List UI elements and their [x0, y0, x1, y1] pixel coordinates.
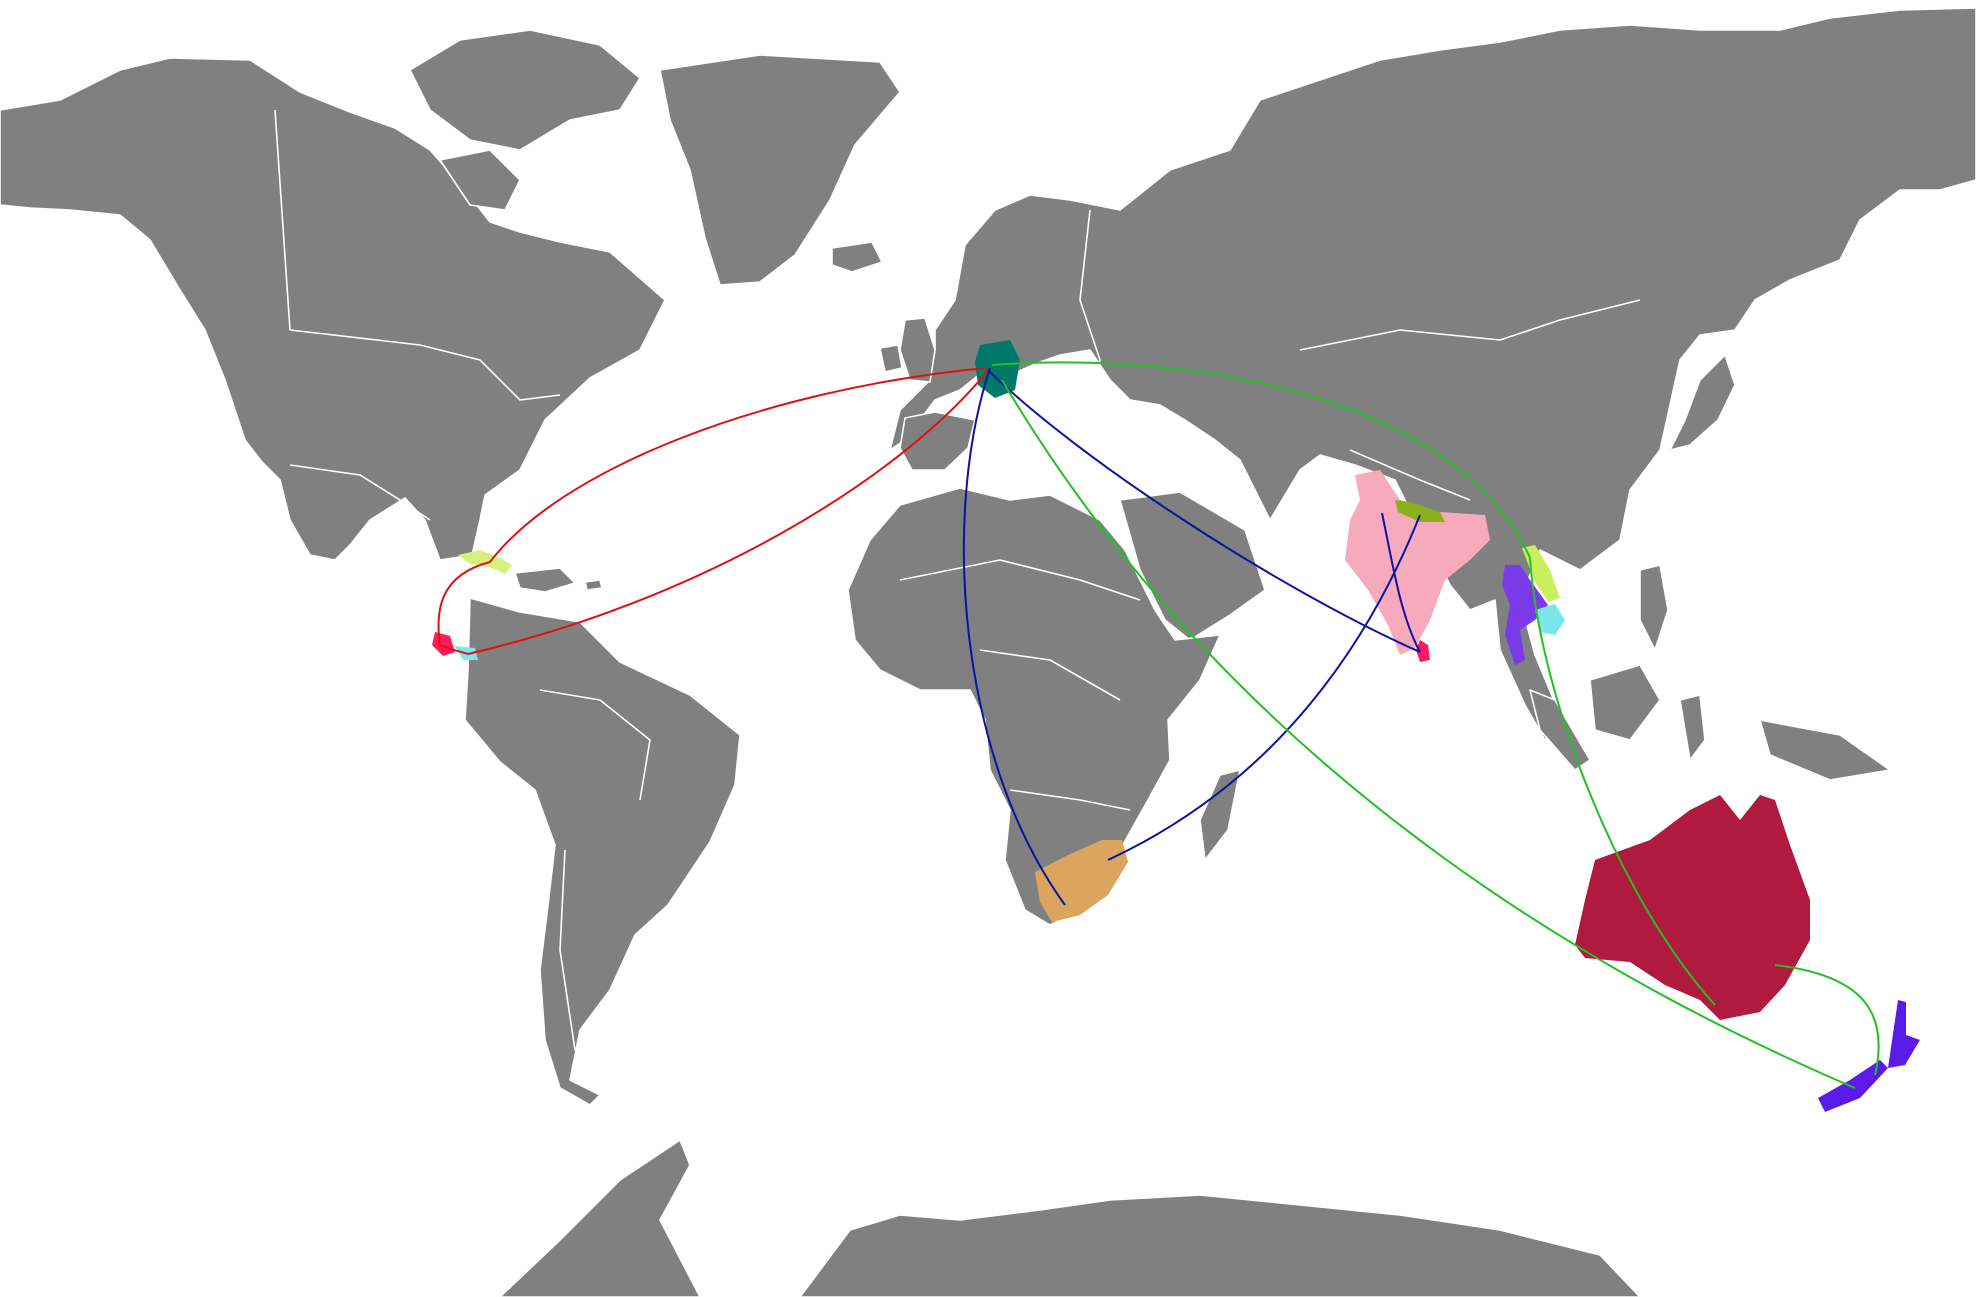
region-nicaragua[interactable]: [432, 632, 455, 656]
landmass-britain: [899, 317, 936, 383]
border-usa-mexico: [289, 464, 431, 521]
landmass-eurasia: [889, 7, 1976, 741]
landmass-antarctic-peninsula: [499, 1139, 701, 1297]
landmass-japan: [1669, 354, 1736, 451]
landmass-south-america: [464, 597, 741, 1106]
land-layer: [0, 7, 1976, 1297]
region-new-zealand-south[interactable]: [1818, 1060, 1888, 1112]
route-germany-laos: [991, 361, 1531, 559]
landmass-ireland: [879, 344, 903, 373]
landmass-hispaniola: [514, 567, 576, 593]
landmass-iceland: [831, 241, 883, 273]
region-australia[interactable]: [1575, 795, 1810, 1020]
route-laos-australia: [1529, 557, 1716, 1006]
landmass-arctic-islands-2: [439, 149, 521, 211]
route-nicaragua-costa-rica: [439, 644, 469, 655]
landmass-new-guinea: [1759, 719, 1891, 781]
route-germany-south-africa: [962, 367, 1066, 906]
region-cuba[interactable]: [458, 550, 512, 574]
route-australia-new-zealand: [1774, 964, 1880, 1076]
landmass-sumatra: [1529, 689, 1591, 771]
border-china-india: [1349, 449, 1471, 501]
landmass-greenland: [659, 54, 901, 286]
route-south-africa-nepal: [1107, 514, 1421, 861]
highlight-layer: [432, 340, 1920, 1112]
region-laos[interactable]: [1522, 545, 1560, 602]
route-costa-rica-germany: [467, 367, 991, 655]
border-africa-central: [979, 649, 1121, 701]
landmass-antarctica: [799, 1194, 1641, 1297]
landmass-iberia: [899, 411, 976, 471]
border-africa-north: [899, 559, 1141, 601]
region-thailand[interactable]: [1502, 565, 1548, 665]
landmass-borneo: [1589, 664, 1661, 741]
landmass-sulawesi: [1679, 694, 1706, 761]
border-chile-argentina: [559, 849, 576, 1051]
region-india[interactable]: [1345, 470, 1490, 655]
route-germany-cuba: [489, 367, 986, 563]
border-russia-china: [1299, 299, 1641, 351]
border-layer: [274, 109, 1641, 1051]
landmass-puerto-rico: [584, 579, 603, 591]
landmass-madagascar: [1199, 769, 1241, 861]
route-cuba-nicaragua: [437, 561, 491, 646]
region-cambodia[interactable]: [1535, 604, 1565, 635]
route-nepal-sri-lanka: [1381, 512, 1421, 653]
border-europe-russia: [1079, 209, 1101, 401]
region-nepal[interactable]: [1395, 500, 1445, 522]
landmass-philippines: [1639, 564, 1669, 651]
border-alaska-canada: [274, 109, 291, 331]
landmass-arctic-islands: [409, 29, 641, 151]
border-brazil: [539, 689, 651, 801]
route-new-zealand-germany: [1001, 379, 1856, 1089]
border-africa-south: [1009, 789, 1131, 811]
routes-layer: [437, 361, 1880, 1089]
border-canada-usa: [289, 329, 561, 401]
region-new-zealand-north[interactable]: [1888, 1000, 1920, 1068]
landmass-north-america: [0, 57, 666, 561]
region-sri-lanka[interactable]: [1416, 640, 1430, 662]
route-sri-lanka-germany: [989, 371, 1421, 653]
region-south-africa[interactable]: [1035, 840, 1128, 922]
